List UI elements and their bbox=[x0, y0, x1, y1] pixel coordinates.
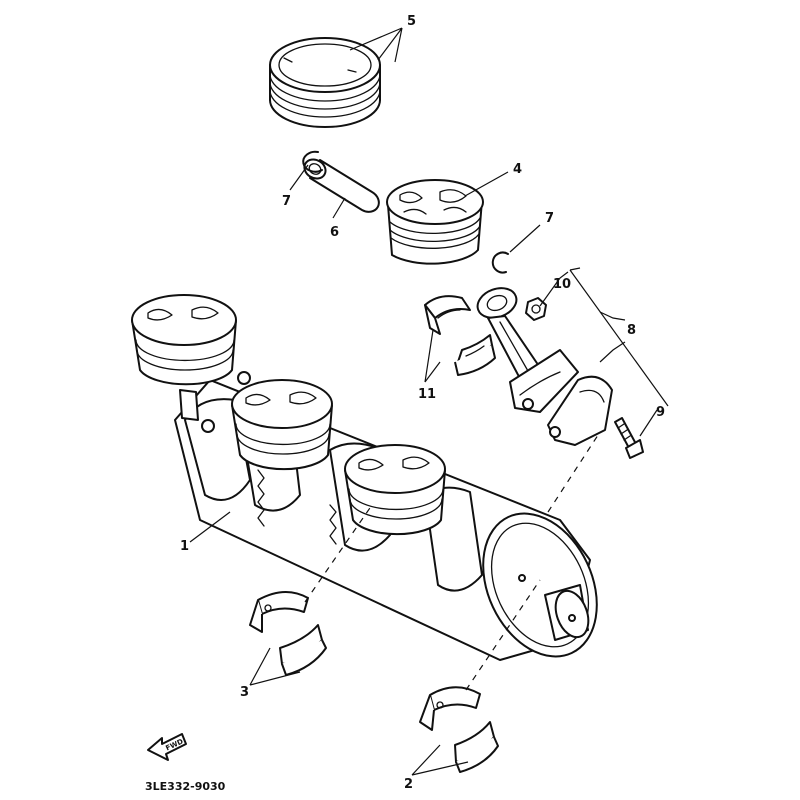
nut bbox=[525, 297, 547, 321]
piston-pin bbox=[303, 158, 380, 213]
callout-8: 8 bbox=[627, 323, 636, 338]
circlip-right bbox=[491, 251, 509, 274]
callout-6: 6 bbox=[330, 225, 339, 240]
callout-5: 5 bbox=[407, 14, 416, 29]
connecting-rod-cap bbox=[547, 375, 613, 446]
circlip-left bbox=[302, 150, 323, 173]
callout-3: 3 bbox=[240, 685, 249, 700]
callout-2: 2 bbox=[404, 777, 413, 792]
big-end-bearing bbox=[424, 295, 496, 376]
crankshaft-bearing-3 bbox=[249, 591, 327, 676]
bolt bbox=[614, 417, 644, 459]
callout-11: 11 bbox=[418, 387, 436, 402]
callout-10: 10 bbox=[553, 277, 571, 292]
callout-7-right: 7 bbox=[545, 211, 554, 226]
crankshaft-bearing-2 bbox=[419, 686, 499, 773]
piston-ring-set bbox=[269, 37, 381, 128]
callout-1: 1 bbox=[180, 539, 189, 554]
piston-on-crank-2 bbox=[201, 371, 333, 471]
leader-lines bbox=[189, 27, 669, 776]
callout-4: 4 bbox=[513, 162, 522, 177]
piston bbox=[386, 179, 484, 265]
connecting-rod bbox=[476, 287, 579, 413]
piston-on-crank-1 bbox=[131, 294, 237, 421]
piston-on-crank-3 bbox=[344, 444, 446, 536]
callout-7-left: 7 bbox=[282, 194, 291, 209]
callout-9: 9 bbox=[656, 405, 665, 420]
part-code: 3LE332-9030 bbox=[145, 780, 226, 793]
forward-direction-arrow: FWD bbox=[147, 733, 187, 761]
